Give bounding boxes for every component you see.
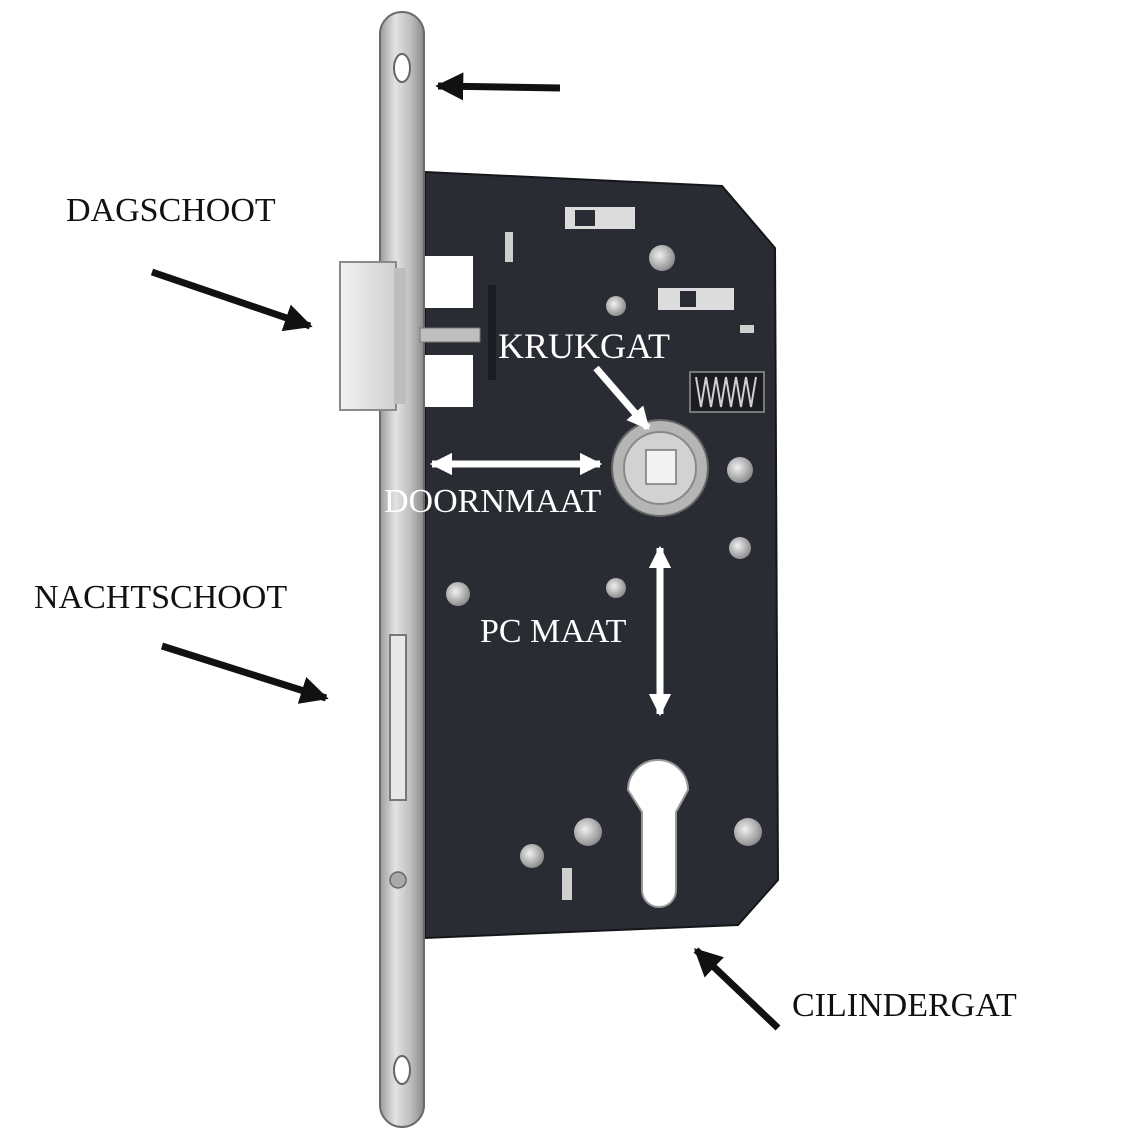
label-dagschoot: DAGSCHOOT — [66, 192, 276, 229]
label-nachtschoot: NACHTSCHOOT — [34, 579, 287, 616]
annotation-arrows-light — [429, 365, 672, 717]
label-krukgat: KRUKGAT — [498, 326, 670, 366]
screw-icon — [734, 818, 762, 846]
spring-icon — [689, 371, 765, 413]
faceplate — [379, 11, 425, 1128]
screw-hole-top — [393, 53, 411, 83]
arrow-krukgat — [593, 365, 651, 431]
deadbolt-slot — [389, 634, 407, 801]
screw-icon — [649, 245, 675, 271]
latch-bolt — [339, 261, 481, 411]
lock-case — [424, 170, 780, 940]
label-doornmaat: DOORNMAAT — [384, 483, 601, 520]
arrow-nachtschoot — [160, 642, 329, 704]
screw-icon — [446, 582, 470, 606]
screws — [446, 245, 762, 900]
arrow-faceplate — [435, 72, 561, 101]
screw-hole-bottom — [393, 1055, 411, 1085]
screw-icon — [727, 457, 753, 483]
annotation-arrows-dark — [150, 72, 781, 1031]
arrow-dagschoot — [150, 268, 313, 332]
label-cilindergat: CILINDERGAT — [792, 987, 1017, 1024]
handle-hole — [611, 419, 709, 517]
square-spindle-hole — [645, 449, 677, 485]
arrow-cilindergat — [693, 947, 781, 1031]
cylinder-hole — [626, 759, 690, 908]
screw-icon — [520, 844, 544, 868]
label-pc-maat: PC MAAT — [480, 613, 627, 650]
screw-icon — [606, 296, 626, 316]
screw-icon — [574, 818, 602, 846]
screw-icon — [606, 578, 626, 598]
screw-icon — [729, 537, 751, 559]
